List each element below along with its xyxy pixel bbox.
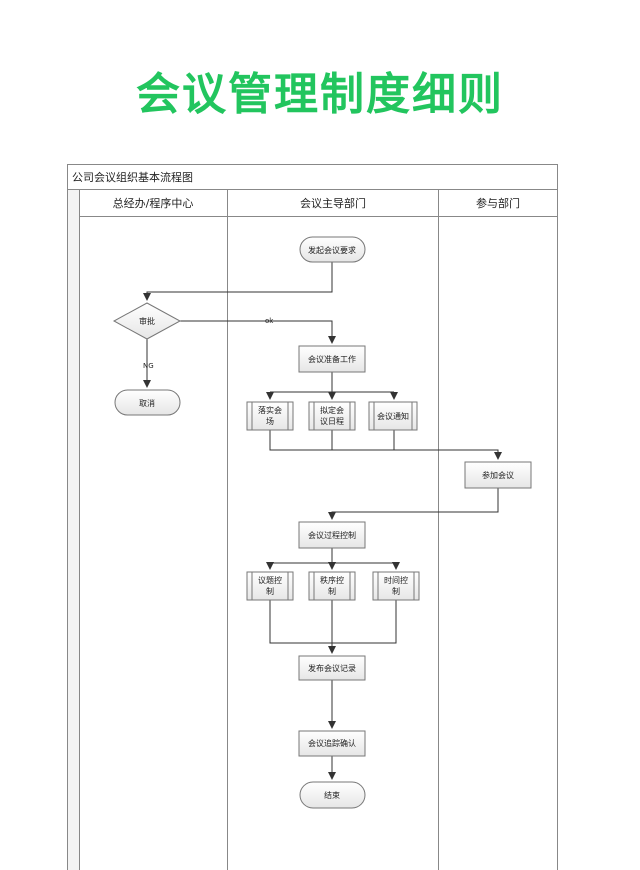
node-order-line2: 制: [328, 586, 336, 596]
node-topic: 议题控 制: [246, 571, 294, 601]
node-agenda: 拟定会 议日程: [308, 401, 356, 431]
edge-label-ng: NG: [143, 362, 154, 370]
edge-start-review: [143, 262, 333, 301]
lane-header-lead-dept: 会议主导部门: [300, 196, 366, 210]
edge-attend-control: [328, 488, 499, 520]
node-followup-label: 会议追踪确认: [308, 738, 356, 748]
node-end-label: 结束: [324, 790, 340, 800]
edge-review-prepare: [180, 320, 336, 344]
node-order-line1: 秩序控: [320, 575, 344, 585]
pool-strip: [67, 189, 80, 870]
lane-header-participant-dept: 参与部门: [476, 196, 520, 210]
node-start: [299, 236, 366, 263]
diagram-frame: [67, 164, 558, 870]
node-review-label: 审批: [139, 316, 155, 326]
node-review: [112, 302, 182, 340]
node-agenda-line2: 议日程: [320, 417, 344, 426]
node-notice-label: 会议通知: [377, 411, 409, 421]
node-record-label: 发布会议记录: [308, 663, 356, 673]
node-venue-line2: 场: [266, 417, 274, 426]
node-record: [298, 655, 366, 681]
node-time-line2: 制: [392, 586, 400, 596]
node-order: 秩序控 制: [308, 571, 356, 601]
node-venue-line1: 落实会: [258, 405, 282, 415]
node-time-line1: 时间控: [384, 575, 408, 585]
node-end: [299, 781, 366, 809]
node-control-label: 会议过程控制: [308, 530, 356, 540]
node-prepare-label: 会议准备工作: [308, 354, 356, 364]
node-followup: [298, 730, 366, 757]
lane-header-general-office: 总经办/程序中心: [113, 196, 194, 210]
node-notice: 会议通知: [368, 401, 418, 431]
edge-topic-record: [269, 600, 397, 644]
node-start-label: 发起会议要求: [308, 245, 356, 255]
node-topic-line1: 议题控: [258, 575, 282, 585]
diagram-caption: 公司会议组织基本流程图: [72, 170, 193, 184]
node-cancel-label: 取消: [139, 398, 155, 408]
node-control: [298, 521, 366, 549]
node-time: 时间控 制: [372, 571, 420, 601]
node-attend: [464, 461, 532, 489]
node-cancel: [114, 389, 181, 416]
edge-label-ok: ok: [265, 317, 274, 325]
connectors: [143, 262, 502, 780]
edge-venue-attend: [269, 430, 502, 460]
page-title: 会议管理制度细则: [136, 69, 504, 120]
node-agenda-line1: 拟定会: [320, 405, 344, 415]
node-attend-label: 参加会议: [482, 470, 514, 480]
node-venue: 落实会 场: [246, 401, 294, 431]
node-topic-line2: 制: [266, 586, 274, 596]
node-prepare: [298, 345, 366, 373]
